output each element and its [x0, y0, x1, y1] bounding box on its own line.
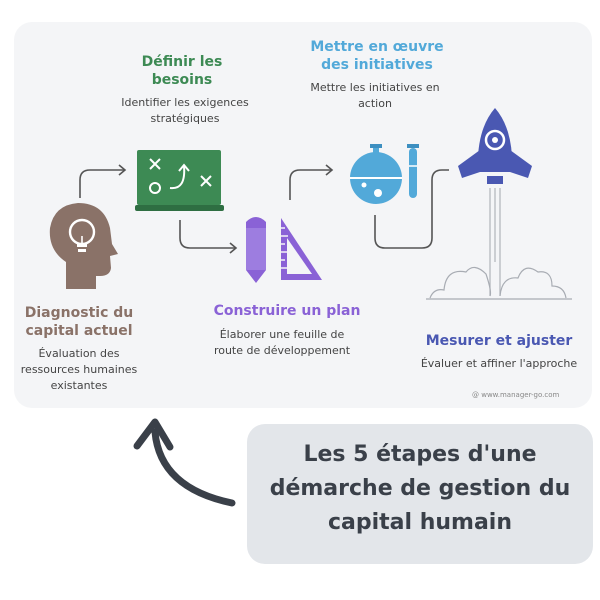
flask-test-tube-icon — [350, 144, 419, 204]
head-lightbulb-icon — [49, 203, 118, 289]
step-5-title: Mesurer et ajuster — [425, 333, 573, 349]
step-3-desc: Élaborer une feuille de route de dévelop… — [213, 328, 351, 357]
connector-3-4-arrowhead — [325, 164, 334, 176]
connector-2-3 — [179, 220, 236, 249]
title-box — [247, 424, 593, 564]
connector-4-5 — [374, 169, 449, 249]
credit-text: @ www.manager-go.com — [472, 391, 560, 399]
connector-1-2 — [79, 169, 125, 198]
connector-2-3-arrowhead — [229, 242, 238, 254]
main-title: Les 5 étapes d'une démarche de gestion d… — [269, 442, 571, 535]
step-3-title: Construire un plan — [213, 303, 361, 319]
strategy-board-icon — [135, 150, 224, 211]
diagram-card — [14, 22, 592, 408]
connector-3-4 — [289, 169, 332, 200]
step-4-title: Mettre en œuvre des initiatives — [310, 39, 444, 73]
step-2-desc: Identifier les exigences stratégiques — [121, 96, 249, 125]
pencil-ruler-icon — [246, 217, 322, 283]
step-2-title: Définir les besoins — [141, 54, 223, 88]
rocket-icon — [426, 108, 572, 300]
step-1-title: Diagnostic du capital actuel — [24, 305, 134, 339]
step-5-desc: Évaluer et affiner l'approche — [420, 357, 578, 370]
step-1-desc: Évaluation des ressources humaines exist… — [20, 347, 138, 392]
step-4-desc: Mettre les initiatives en action — [310, 81, 440, 110]
curved-arrow — [133, 418, 236, 507]
connector-1-2-arrowhead — [118, 164, 127, 176]
